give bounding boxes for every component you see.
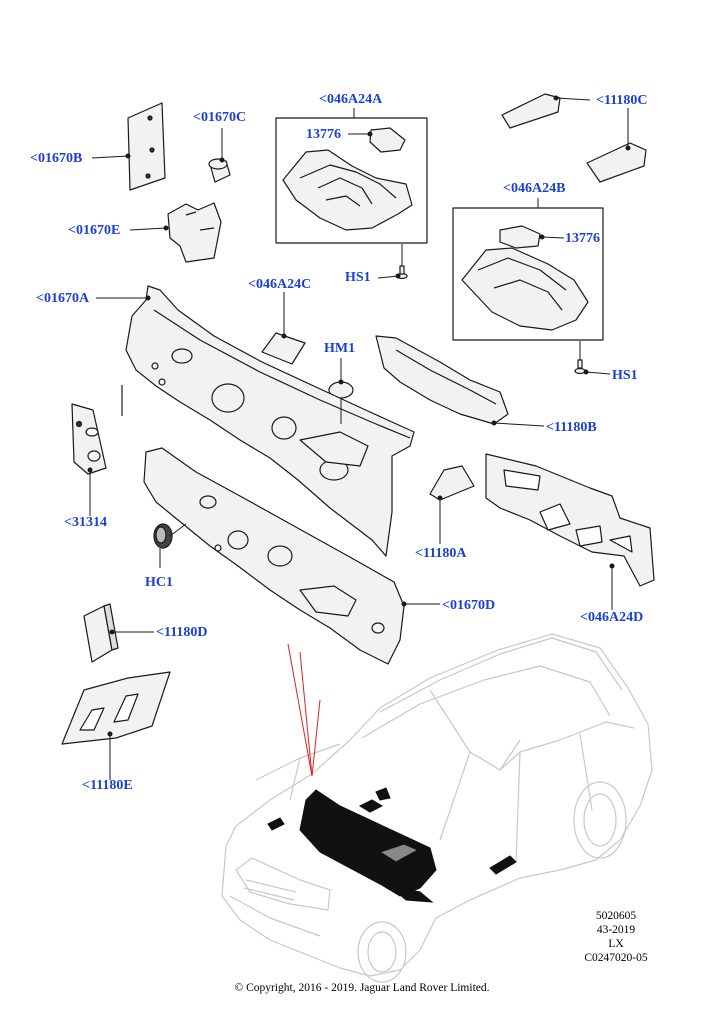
callout-HS1-b[interactable]: HS1 — [612, 368, 638, 383]
callout-01670E[interactable]: <01670E — [68, 223, 121, 238]
part-HS1-a — [396, 244, 408, 280]
callout-046A24A[interactable]: <046A24A — [319, 92, 383, 107]
callout-11180E[interactable]: <11180E — [82, 778, 133, 793]
callout-046A24C[interactable]: <046A24C — [248, 277, 312, 292]
part-11180B — [375, 335, 509, 425]
callout-01670C[interactable]: <01670C — [193, 110, 247, 125]
pointer-lines — [287, 643, 321, 777]
copyright-notice: © Copyright, 2016 - 2019. Jaguar Land Ro… — [234, 982, 490, 994]
callout-11180A[interactable]: <11180A — [415, 546, 467, 561]
callout-11180D[interactable]: <11180D — [156, 625, 208, 640]
callout-HC1[interactable]: HC1 — [145, 575, 173, 590]
ref-line-4: C0247020-05 — [584, 952, 648, 964]
part-01670E — [167, 202, 222, 263]
ref-line-3: LX — [608, 938, 624, 950]
part-046A24C — [261, 332, 306, 365]
part-11180C — [501, 93, 647, 183]
part-01670B — [127, 102, 166, 191]
part-31314 — [71, 403, 107, 475]
callout-13776-b[interactable]: 13776 — [565, 231, 600, 246]
part-046A24A — [275, 117, 428, 244]
part-01670C — [208, 158, 231, 183]
callout-046A24B[interactable]: <046A24B — [503, 181, 566, 196]
part-HS1-b — [574, 341, 586, 375]
callout-11180B[interactable]: <11180B — [546, 420, 597, 435]
callout-13776-a[interactable]: 13776 — [306, 127, 341, 142]
ref-line-2: 43-2019 — [596, 924, 636, 936]
callout-31314[interactable]: <31314 — [64, 515, 107, 530]
part-046A24D — [485, 453, 655, 587]
callout-01670D[interactable]: <01670D — [442, 598, 496, 613]
part-11180E — [61, 671, 171, 745]
ref-line-1: 5020605 — [595, 910, 637, 922]
part-046A24B — [452, 207, 604, 341]
callout-01670B[interactable]: <01670B — [30, 151, 83, 166]
part-11180A — [429, 465, 475, 501]
part-01670A — [121, 285, 415, 557]
ref-block: 5020605 43-2019 LX C0247020-05 — [568, 909, 664, 965]
callout-046A24D[interactable]: <046A24D — [580, 610, 644, 625]
part-HC1 — [153, 523, 173, 549]
vehicle-illustration — [221, 633, 653, 983]
callout-01670A[interactable]: <01670A — [36, 291, 90, 306]
part-01670D — [143, 447, 405, 665]
vehicle-highlight — [267, 787, 517, 903]
callout-11180C[interactable]: <11180C — [596, 93, 648, 108]
leader-lines — [87, 95, 631, 780]
callout-HS1-a[interactable]: HS1 — [345, 270, 371, 285]
part-11180D — [83, 603, 119, 663]
callout-HM1[interactable]: HM1 — [324, 341, 356, 356]
